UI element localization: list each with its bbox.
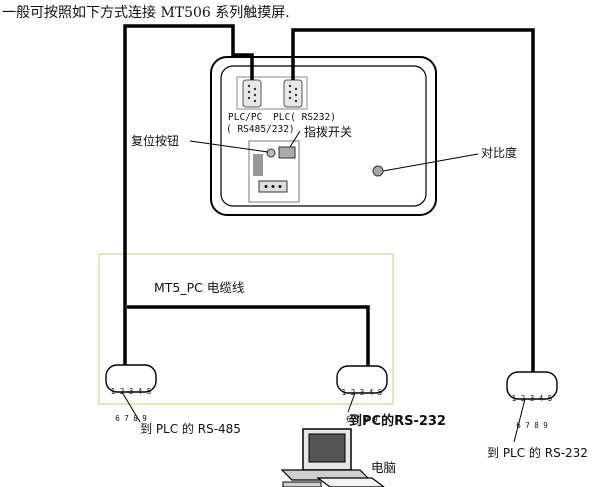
connector-right-pins: 1 2 3 4 5 6 7 8 9 <box>507 376 557 439</box>
touch-screen-device <box>210 56 437 216</box>
pins-row2: 6 7 8 9 <box>346 415 378 424</box>
caption-plc-rs232: 到 PLC 的 RS-232 <box>487 446 588 460</box>
cable-pc-branch <box>127 305 370 366</box>
pins-row2: 6 7 8 9 <box>516 421 548 430</box>
port-left-label-line1: PLC/PC <box>228 112 263 123</box>
cable-to-plc-rs232 <box>291 28 535 373</box>
connector-left <box>105 364 157 393</box>
port-right-label: PLC( RS232) <box>273 112 336 123</box>
contrast-label: 对比度 <box>481 146 518 160</box>
caption-plc-rs485: 到 PLC 的 RS-485 <box>140 422 241 436</box>
cable-to-plc-rs485 <box>123 24 254 365</box>
connector-left-pins: 1 2 3 4 5 6 7 8 9 <box>106 369 156 432</box>
connector-right <box>506 371 558 400</box>
reset-button-label: 复位按钮 <box>131 134 180 148</box>
dip-switch <box>278 146 296 159</box>
connector-middle-pins: 1 2 3 4 5 6 7 8 9 <box>337 370 387 433</box>
cable-box-label: MT5_PC 电缆线 <box>154 280 245 295</box>
computer-icon <box>280 428 385 487</box>
port-plc-pc <box>242 79 262 108</box>
connector-middle <box>336 365 388 394</box>
port-left-label-line2: ( RS485/232) <box>226 124 295 135</box>
dip-switch-label: 指拨开关 <box>304 125 353 139</box>
pins-row1: 1 2 3 4 5 <box>110 387 152 396</box>
computer-label: 电脑 <box>371 460 397 475</box>
pins-row1: 1 2 3 4 5 <box>341 388 383 397</box>
contrast-knob <box>372 165 384 177</box>
pins-row2: 6 7 8 9 <box>115 414 147 423</box>
pins-row1: 1 2 3 4 5 <box>511 394 553 403</box>
reset-button <box>266 148 276 158</box>
caption-pc-rs232: 到PC的RS-232 <box>349 414 446 429</box>
cable-box <box>98 253 394 405</box>
port-plc-rs232 <box>283 79 303 108</box>
intro-text: 一般可按照如下方式连接 MT506 系列触摸屏. <box>2 5 290 21</box>
